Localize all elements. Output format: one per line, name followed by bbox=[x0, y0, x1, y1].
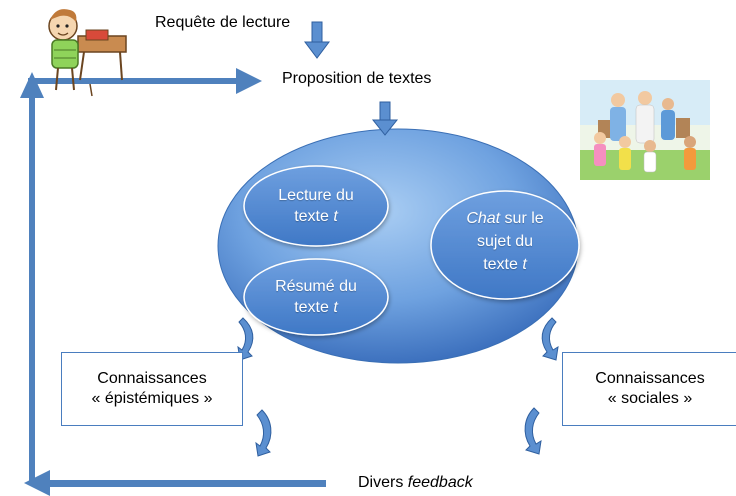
curved-arrow-right-top bbox=[541, 317, 559, 361]
resume-line1: Résumé du bbox=[275, 278, 357, 295]
curved-arrow-left-bottom bbox=[255, 409, 272, 457]
box-connaissances-sociales: Connaissances « sociales » bbox=[562, 352, 736, 426]
down-arrow-proposition bbox=[371, 101, 399, 136]
loop-top-line bbox=[28, 78, 240, 84]
resume-text: Résumé du texte t bbox=[256, 276, 376, 318]
feedback-label: Divers feedback bbox=[358, 474, 473, 491]
oval-chat bbox=[430, 190, 580, 300]
curved-arrow-right-bottom bbox=[524, 407, 542, 455]
request-label: Requête de lecture bbox=[155, 14, 291, 31]
up-arrow-head bbox=[20, 72, 44, 98]
loop-left-line bbox=[29, 95, 35, 481]
feedback-line bbox=[46, 480, 326, 487]
resume-line2: texte t bbox=[294, 299, 338, 316]
chat-line2: sujet du bbox=[476, 233, 534, 250]
left-arrow-head bbox=[24, 470, 50, 496]
episteme-line1: Connaissances bbox=[97, 370, 207, 387]
chat-line3: texte t bbox=[483, 256, 527, 273]
down-arrow-request bbox=[304, 21, 330, 59]
chat-text: Chat sur le sujet du texte t bbox=[445, 207, 565, 276]
student-reading-icon bbox=[48, 9, 127, 97]
sociales-line2: « sociales » bbox=[607, 390, 693, 407]
chat-line1: Chat sur le bbox=[466, 210, 544, 227]
right-arrow-head bbox=[236, 68, 262, 94]
lecture-line1: Lecture du bbox=[278, 187, 354, 204]
lecture-text: Lecture du texte t bbox=[256, 185, 376, 227]
oval-resume bbox=[243, 258, 389, 336]
lecture-line2: texte t bbox=[294, 208, 338, 225]
group-of-people-icon bbox=[580, 80, 710, 180]
proposition-label: Proposition de textes bbox=[282, 70, 432, 87]
sociales-line1: Connaissances bbox=[595, 370, 705, 387]
episteme-line2: « épistémiques » bbox=[91, 390, 213, 407]
oval-lecture bbox=[243, 165, 389, 247]
box-connaissances-epistemiques: Connaissances « épistémiques » bbox=[61, 352, 243, 426]
